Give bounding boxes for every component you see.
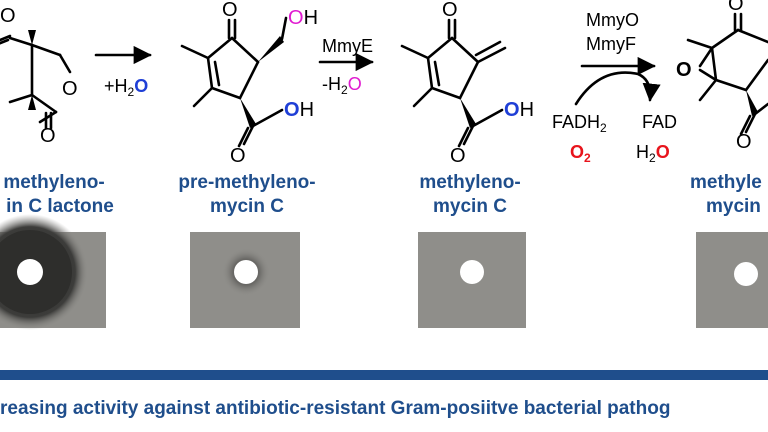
structure-methylenomycin-c: O OH O: [400, 0, 534, 167]
assay-plate-4: [696, 232, 768, 328]
assay-plate-2: [190, 232, 300, 328]
antibiotic-disc: [234, 260, 258, 284]
enzyme-mmyo: MmyO: [586, 10, 639, 30]
compound-2-name-line2: mycin C: [210, 196, 284, 217]
atom-o-pre-ketone: O: [222, 0, 238, 21]
atom-o-epoxide-ketone: O: [728, 0, 744, 15]
reaction-epoxidation: MmyO MmyF FADH2 FAD O2 H2O: [552, 10, 677, 165]
compound-2-name-line1: pre-methyleno-: [178, 172, 315, 193]
atom-o-mc-ketone: O: [442, 0, 458, 21]
product-water: H2O: [636, 142, 670, 165]
atom-o-lactone-ring: O: [62, 78, 78, 100]
reagent-water: +H2O: [104, 76, 148, 99]
compound-1-name-line1: methyleno-: [3, 172, 104, 193]
reagent-minus-water: -H2O: [322, 74, 362, 97]
antibiotic-disc: [17, 259, 43, 285]
atom-oh-pre-acid: OH: [284, 99, 314, 121]
oxidant-o2: O2: [570, 142, 591, 165]
compound-4-name-line2: mycin: [706, 196, 761, 217]
reaction-hydrolysis: +H2O: [94, 45, 152, 99]
antibiotic-disc: [460, 260, 484, 284]
atom-o-epoxide-acid-carbonyl: O: [736, 131, 752, 153]
atom-o-lactone-carbonyl: O: [40, 125, 56, 147]
assay-plate-1: [0, 214, 106, 330]
compound-names: methyleno- in C lactone pre-methyleno- m…: [3, 172, 761, 217]
structure-epoxide: O O O: [676, 0, 768, 153]
atom-o-pre-acid-carbonyl: O: [230, 145, 246, 167]
enzyme-mmye: MmyE: [322, 36, 373, 56]
cofactor-fad: FAD: [642, 112, 677, 132]
antibiotic-disc: [734, 262, 758, 286]
atom-o-lactone-ketone-top: O: [0, 5, 16, 27]
atom-oh-mc-acid: OH: [504, 99, 534, 121]
atom-o-epoxide: O: [676, 59, 692, 81]
compound-1-name-line2: in C lactone: [6, 196, 114, 217]
divider-bar: [0, 370, 768, 380]
compound-3-name-line2: mycin C: [433, 196, 507, 217]
reaction-dehydration: MmyE -H2O: [318, 36, 374, 97]
assay-plate-3: [418, 232, 526, 328]
structure-pre-methylenomycin-c: O OH OH O: [180, 0, 318, 167]
compound-4-name-line1: methyle: [690, 172, 762, 193]
plate-background: [696, 232, 768, 328]
atom-oh-pre-hydroxymethyl: OH: [288, 7, 318, 29]
atom-o-mc-acid-carbonyl: O: [450, 145, 466, 167]
activity-caption: reasing activity against antibiotic-resi…: [0, 398, 670, 419]
cofactor-fadh2: FADH2: [552, 112, 607, 135]
enzyme-mmyf: MmyF: [586, 34, 636, 54]
compound-3-name-line1: methyleno-: [419, 172, 520, 193]
structure-lactone: O O O: [0, 5, 78, 147]
